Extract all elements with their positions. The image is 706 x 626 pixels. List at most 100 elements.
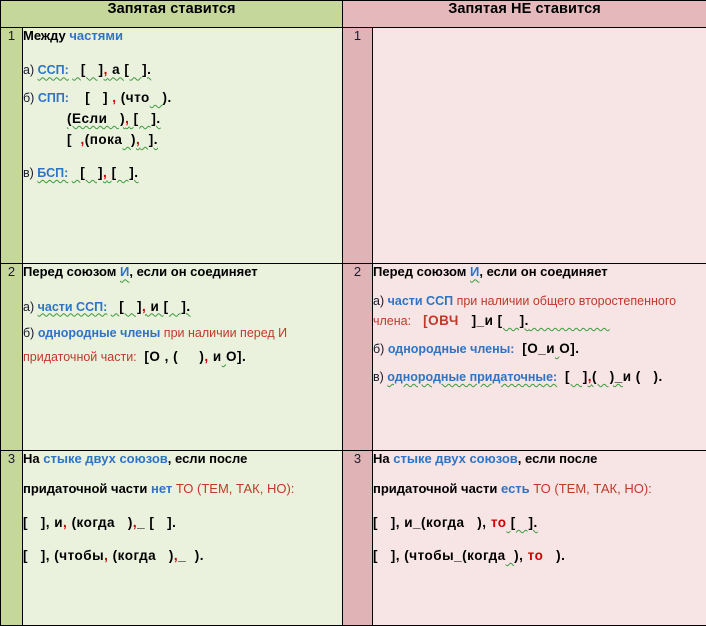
table-row: 2 Перед союзом И, если он соединяет а) ч… (0, 263, 706, 452)
item-formula: [ОВЧ ]_и [ ]. (423, 313, 529, 329)
rule-title-3-right: На стыке двух союзов, если после (373, 451, 598, 467)
item-marker: б) (23, 326, 35, 341)
rule-cell-right-1 (372, 26, 706, 265)
rule-item-2v-right: в) однородные придаточные: [ ],( )_и ( )… (373, 369, 706, 386)
rule-item-2b-left: б) однородные члены при наличии перед И (23, 326, 342, 342)
spacer (23, 470, 342, 481)
rule-title-accent: частями (69, 28, 123, 43)
item-formula: [ ], (чтобы, (когда ),_ ). (23, 547, 204, 563)
rule-item-2b-left-line2: придаточной части: [О , ( ), и О]. (23, 349, 342, 366)
rule-title-accent: стыке двух союзов (393, 451, 518, 467)
item-marker: а) (373, 293, 385, 308)
item-marker: в) (373, 369, 384, 384)
rule-cell-left-1: Между частями а) ССП: [ ], а [ ]. б) СПП… (22, 26, 343, 265)
rule-line2-3-right: придаточной части есть ТО (ТЕМ, ТАК, НО)… (373, 480, 652, 496)
item-note: при наличии общего второстепенного (456, 293, 677, 308)
item-marker: а) (23, 299, 35, 314)
row-number-left-2: 2 (0, 263, 23, 452)
item-label: БСП: (37, 165, 69, 180)
item-formula-line-2: (Если ), [ ]. (67, 111, 161, 126)
row-number-right-1: 1 (342, 26, 373, 265)
correlative-list: ТО (ТЕМ, ТАК, НО): (175, 480, 295, 496)
header-comma-not-required: Запятая НЕ ставится (342, 0, 706, 28)
item-label: части ССП (387, 293, 454, 308)
rule-formula-3-right-2: [ ], (чтобы_(когда ), то ). (373, 548, 706, 565)
spacer (23, 149, 342, 165)
rule-cell-right-3: На стыке двух союзов, если после придато… (372, 450, 706, 626)
rule-title-1-left: Между частями (23, 28, 123, 43)
item-formula: [ ], [ ]. (80, 164, 139, 180)
item-formula: [ ], а [ ]. (80, 62, 152, 78)
item-label: однородные члены: (387, 342, 515, 356)
rule-title-accent: стыке двух союзов (43, 451, 168, 467)
rule-item-1b-left-line3: [ ,(пока ), ]. (23, 132, 342, 149)
spacer (373, 283, 706, 294)
item-formula: [ ], и_(когда ), то [ ]. (373, 514, 538, 530)
item-label: СПП: (37, 91, 69, 106)
rule-title-3-left: На стыке двух союзов, если после (23, 451, 248, 467)
row-number-left-1: 1 (0, 26, 23, 265)
item-label: ССП: (37, 63, 69, 78)
header-comma-required: Запятая ставится (0, 0, 343, 28)
rule-formula-3-left-1: [ ], и, (когда ),_ [ ]. (23, 515, 342, 532)
table-row: 1 Между частями а) ССП: [ ], а [ ]. б) С… (0, 26, 706, 265)
row-number-right-3: 3 (342, 450, 373, 626)
rule-cell-left-2: Перед союзом И, если он соединяет а) час… (22, 263, 343, 452)
spacer (373, 358, 706, 369)
conjunction-i: И (470, 264, 480, 280)
spacer (373, 470, 706, 481)
item-formula-line-1: [ ] , (что ). (85, 90, 172, 106)
spacer (373, 330, 706, 341)
item-marker: в) (23, 165, 34, 180)
rule-formula-3-right-1: [ ], и_(когда ), то [ ]. (373, 515, 706, 532)
item-label: части ССП: (37, 299, 108, 314)
table-header-row: Запятая ставится Запятая НЕ ставится (0, 0, 706, 28)
rule-item-1b-left: б) СПП: [ ] , (что ). (23, 90, 342, 107)
rule-item-2a-right: а) части ССП при наличии общего второсте… (373, 294, 706, 310)
item-note2: члена: (373, 314, 412, 329)
rule-item-2b-right: б) однородные члены: [О_и О]. (373, 341, 706, 358)
item-marker: б) (23, 91, 35, 106)
item-formula: [О_и О]. (522, 341, 580, 356)
spacer (373, 532, 706, 548)
rule-formula-3-left-2: [ ], (чтобы, (когда ),_ ). (23, 548, 342, 565)
rule-cell-right-2: Перед союзом И, если он соединяет а) час… (372, 263, 706, 452)
item-marker: б) (373, 342, 385, 356)
item-formula: [ ], (чтобы_(когда ), то ). (373, 547, 566, 563)
spacer (373, 499, 706, 515)
spacer (23, 283, 342, 299)
spacer (23, 315, 342, 326)
table-row: 3 На стыке двух союзов, если после прида… (0, 450, 706, 626)
spacer (23, 532, 342, 548)
item-marker: а) (23, 63, 35, 78)
rule-title-2-right: Перед союзом И, если он соединяет (373, 264, 608, 280)
item-label: однородные придаточные: (387, 369, 558, 384)
condition-keyword: есть (501, 480, 530, 496)
spacer (23, 499, 342, 515)
item-formula: [ ], и [ ]. (119, 298, 191, 314)
rule-item-1b-left-line2: (Если ), [ ]. (23, 111, 342, 128)
rule-item-1a-left: а) ССП: [ ], а [ ]. (23, 62, 342, 79)
spacer (23, 79, 342, 90)
spacer (23, 46, 342, 62)
item-formula: [ ], и, (когда ),_ [ ]. (23, 514, 177, 530)
rule-cell-left-3: На стыке двух союзов, если после придато… (22, 450, 343, 626)
spacer (23, 342, 342, 349)
item-note: при наличии перед И (163, 326, 288, 341)
conjunction-i: И (120, 264, 130, 280)
rule-item-2a-left: а) части ССП: [ ], и [ ]. (23, 299, 342, 316)
item-note2: придаточной части: (23, 350, 137, 364)
rule-item-1v-left: в) БСП: [ ], [ ]. (23, 165, 342, 182)
rule-item-2a-right-line2: члена: [ОВЧ ]_и [ ]. (373, 313, 706, 330)
rule-title-2-left: Перед союзом И, если он соединяет (23, 264, 258, 280)
item-formula-line-3: [ ,(пока ), ]. (67, 131, 158, 147)
item-label: однородные члены (37, 326, 161, 341)
row-number-left-3: 3 (0, 450, 23, 626)
item-formula: [ ],( )_и ( ). (564, 368, 663, 384)
correlative-list: ТО (ТЕМ, ТАК, НО): (533, 480, 652, 496)
condition-keyword: нет (151, 480, 173, 496)
rule-line2-3-left: придаточной части нет ТО (ТЕМ, ТАК, НО): (23, 480, 295, 496)
item-formula: [О , ( ), и О]. (144, 349, 247, 364)
